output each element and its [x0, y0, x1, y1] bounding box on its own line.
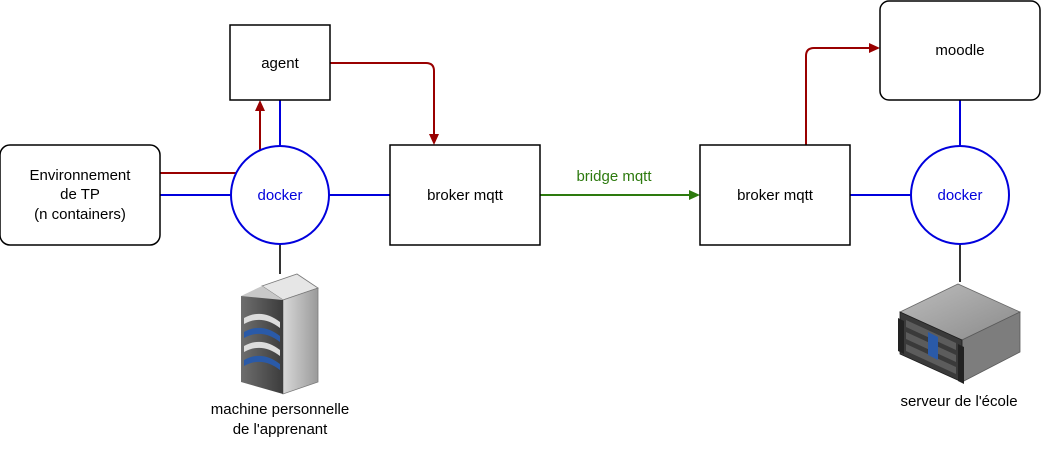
- docker-right-label: docker: [937, 187, 982, 204]
- tower-server-icon: [241, 273, 319, 395]
- left-server-caption-line2: de l'apprenant: [233, 421, 328, 438]
- environment-box[interactable]: Environnement de TP (n containers): [0, 144, 161, 246]
- bridge-mqtt-label: bridge mqtt: [576, 168, 652, 185]
- broker-left-label: broker mqtt: [427, 187, 504, 204]
- broker-right-label: broker mqtt: [737, 187, 814, 204]
- environment-label-line3: (n containers): [34, 206, 126, 223]
- agent-label: agent: [261, 55, 299, 72]
- arrowhead-moodle: [869, 43, 880, 53]
- left-server-caption-line1: machine personnelle: [211, 401, 349, 418]
- broker-left-box[interactable]: broker mqtt: [389, 144, 541, 246]
- environment-label-line1: Environnement: [30, 167, 132, 184]
- environment-label-line2: de TP: [60, 186, 100, 203]
- docker-left-node[interactable]: docker: [230, 145, 330, 245]
- moodle-box[interactable]: moodle: [879, 0, 1041, 101]
- agent-box[interactable]: agent: [229, 24, 331, 101]
- docker-left-label: docker: [257, 187, 302, 204]
- bridge-arrowhead: [689, 190, 700, 200]
- docker-right-node[interactable]: docker: [910, 145, 1010, 245]
- rack-server-icon: [898, 283, 1021, 384]
- server-links: [279, 244, 961, 282]
- flow-broker-to-moodle: [805, 47, 870, 145]
- blue-links: [160, 100, 961, 196]
- arrowhead-agent: [255, 100, 265, 111]
- moodle-label: moodle: [935, 42, 984, 59]
- broker-right-box[interactable]: broker mqtt: [699, 144, 851, 246]
- flow-agent-to-broker: [330, 62, 435, 136]
- arrowhead-broker-left: [429, 134, 439, 145]
- right-server-caption: serveur de l'école: [900, 393, 1017, 410]
- red-arrowheads: [255, 43, 880, 145]
